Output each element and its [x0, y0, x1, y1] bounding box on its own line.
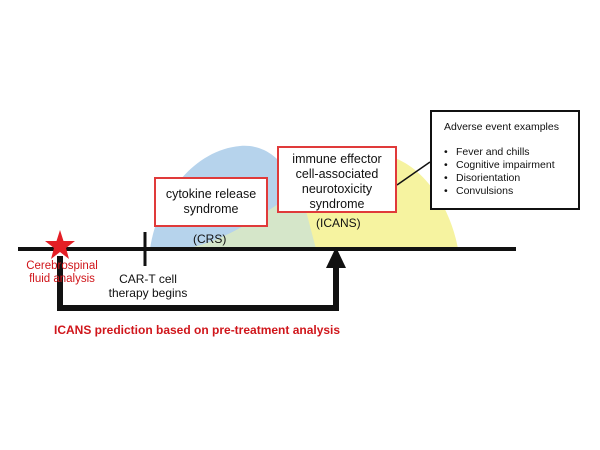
adverse-events-title: Adverse event examples: [444, 121, 559, 133]
bullet-icon: •: [444, 159, 448, 171]
list-item: • Cognitive impairment: [444, 159, 578, 172]
list-item: • Disorientation: [444, 172, 578, 185]
cerebrospinal-fluid-label: Cerebrospinal fluid analysis: [22, 260, 102, 286]
cart-therapy-label: CAR-T cell therapy begins: [103, 272, 193, 300]
icans-line-2: cell-associated: [295, 167, 379, 181]
icans-line-4: syndrome: [309, 197, 365, 211]
bullet-icon: •: [444, 172, 448, 184]
cerebrospinal-line-1: Cerebrospinal: [26, 260, 98, 272]
adverse-item-label: Convulsions: [456, 185, 514, 197]
list-item: • Convulsions: [444, 185, 578, 198]
prediction-arrow-path: [57, 256, 339, 311]
icans-prediction-label: ICANS prediction based on pre-treatment …: [54, 323, 341, 337]
adverse-item-label: Cognitive impairment: [456, 159, 555, 171]
adverse-events-box: Adverse event examples • Fever and chills…: [430, 110, 580, 210]
adverse-events-list: •Fever and chills •Cognitive impairment …: [444, 146, 578, 198]
prediction-arrow-head: [326, 247, 346, 268]
adverse-connector-line: [396, 161, 431, 186]
icans-line-1: immune effector: [292, 152, 382, 166]
red-star-icon: [45, 230, 75, 259]
adverse-item-label: Disorientation: [456, 172, 521, 184]
cytokine-line-2: syndrome: [183, 202, 239, 216]
list-item: • Fever and chills: [444, 146, 578, 159]
cerebrospinal-line-2: fluid analysis: [29, 273, 95, 285]
crs-abbrev-label: (CRS): [193, 232, 227, 246]
cart-line-2: therapy begins: [108, 286, 188, 300]
bullet-icon: •: [444, 185, 448, 197]
adverse-item-label: Fever and chills: [456, 146, 530, 158]
icans-abbrev-label: (ICANS): [316, 216, 361, 230]
bullet-icon: •: [444, 146, 448, 158]
cytokine-line-1: cytokine release: [165, 187, 257, 201]
cytokine-release-syndrome-box: cytokine release syndrome: [154, 177, 268, 227]
cart-line-1: CAR-T cell: [119, 272, 177, 286]
icans-line-3: neurotoxicity: [301, 182, 373, 196]
icans-box: immune effector cell-associated neurotox…: [277, 146, 397, 213]
